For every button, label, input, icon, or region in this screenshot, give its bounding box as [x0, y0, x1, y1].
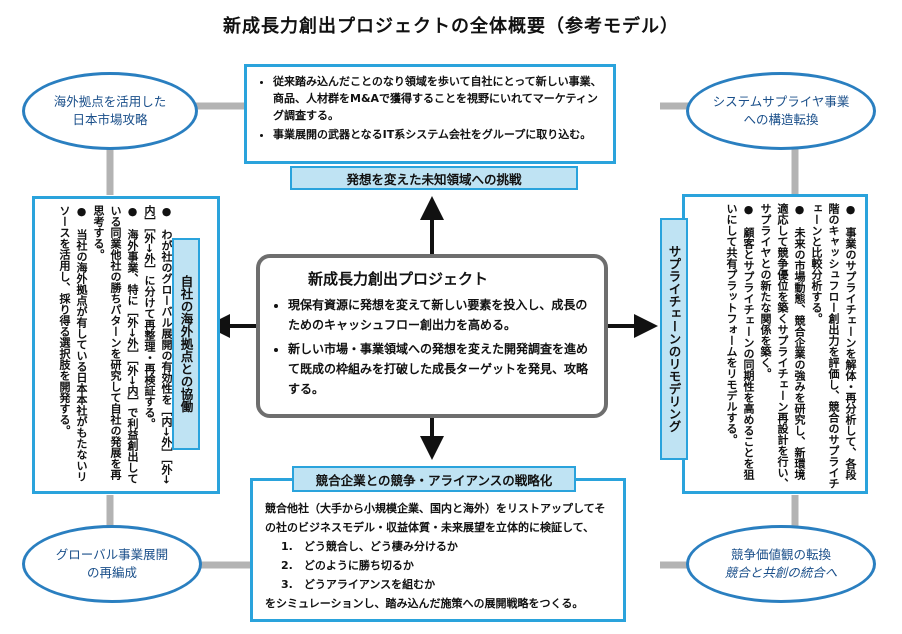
- bottom-outro: をシミュレーションし、踏み込んだ施策への展開戦略をつくる。: [265, 597, 584, 610]
- bullet-dot: ●: [742, 203, 755, 227]
- center-bullet-1: 現保有資源に発想を変えて新しい要素を投入し、成長のためのキャッシュフロー創出力を…: [288, 295, 596, 335]
- bottom-intro: 競合他社（大手から小規模企業、国内と海外）をリストアップしてその社のビジネスモデ…: [265, 502, 606, 534]
- arrows: [206, 196, 658, 460]
- top-bullets: 従来踏み込んだことのなり領域を歩いて自社にとって新しい事業、商品、人材群をM&A…: [247, 73, 607, 143]
- bottom-content: 競合他社（大手から小規模企業、国内と海外）をリストアップしてその社のビジネスモデ…: [253, 481, 623, 613]
- top-box: 従来踏み込んだことのなり領域を歩いて自社にとって新しい事業、商品、人材群をM&A…: [244, 64, 616, 164]
- top-bullet-1: 従来踏み込んだことのなり領域を歩いて自社にとって新しい事業、商品、人材群をM&A…: [273, 73, 607, 124]
- oval-top-left: 海外拠点を活用した 日本市場攻略: [22, 72, 198, 150]
- left-bullet-2: ● 海外事業、特に［外→外］［外→内］で利益創出している同業他社の勝ちパターンを…: [92, 205, 139, 484]
- bottom-item-3: 3. どうアライアンスを組むか: [281, 578, 436, 591]
- center-box: 新成長力創出プロジェクト 現保有資源に発想を変えて新しい要素を投入し、成長のため…: [256, 254, 608, 418]
- bullet-dot: ●: [793, 203, 806, 227]
- bottom-box: 競合他社（大手から小規模企業、国内と海外）をリストアップしてその社のビジネスモデ…: [250, 478, 626, 622]
- bottom-label-overlay: 競合企業との競争・アライアンスの戦略化: [292, 466, 576, 492]
- right-bullet-1: ● 事業のサプライチェーンを解体・再分析して、各段階のキャッシュフロー創出力を評…: [810, 203, 857, 489]
- oval-bottom-right: 競争価値観の転換 競合と共創の統合へ: [686, 525, 876, 603]
- oval-bottom-right-line2: 競合と共創の統合へ: [724, 565, 838, 580]
- right-bullet-2: ● 未来の市場動態、競合企業の強みを研究し、新環境適応して競争優位を築くサプライ…: [759, 203, 806, 489]
- bullet-dot: ●: [844, 203, 857, 227]
- top-label: 発想を変えた未知領域への挑戦: [290, 166, 578, 190]
- page-title: 新成長力創出プロジェクトの全体概要（参考モデル）: [223, 16, 679, 37]
- oval-top-right-line2: への構造転換: [743, 112, 819, 127]
- bottom-item-2: 2. どのように勝ち切るか: [281, 559, 414, 572]
- bullet-dot: ●: [160, 205, 173, 229]
- left-bullet-3: ● 当社の海外拠点が有している日本本社がもたないリソースを活用し、採り得る選択肢…: [58, 205, 88, 482]
- bullet-dot: ●: [75, 205, 88, 229]
- oval-bottom-right-line1: 競争価値観の転換: [730, 547, 831, 562]
- right-box: ● 事業のサプライチェーンを解体・再分析して、各段階のキャッシュフロー創出力を評…: [682, 194, 868, 494]
- oval-top-right: システムサプライヤ事業 への構造転換: [686, 72, 876, 150]
- center-bullet-2: 新しい市場・事業領域への発想を変えた開発調査を進めて既成の枠組みを打破した成長タ…: [288, 339, 596, 399]
- oval-bottom-left: グローバル事業展開 の再編成: [22, 525, 202, 603]
- oval-bottom-left-line2: の再編成: [86, 565, 137, 580]
- oval-top-right-line1: システムサプライヤ事業: [712, 94, 850, 109]
- center-heading: 新成長力創出プロジェクト: [308, 270, 489, 288]
- bottom-item-1: 1. どう競合し、どう棲み分けるか: [281, 540, 458, 553]
- left-bullets: ● わが社のグローバル展開の有効性を［内→外］［外→内］［外→外］に分けて再整理…: [56, 205, 175, 487]
- top-bullet-2: 事業展開の武器となるIT系システム会社をグループに取り込む。: [273, 126, 607, 143]
- center-bullets: 現保有資源に発想を変えて新しい要素を投入し、成長のためのキャッシュフロー創出力を…: [260, 295, 604, 399]
- left-bullet-1: ● わが社のグローバル展開の有効性を［内→外］［外→内］［外→外］に分けて再整理…: [143, 205, 173, 484]
- oval-top-left-line1: 海外拠点を活用した: [53, 94, 167, 109]
- oval-top-left-line2: 日本市場攻略: [72, 112, 148, 127]
- right-label: サプライチェーンのリモデリング: [660, 218, 688, 460]
- right-bullets: ● 事業のサプライチェーンを解体・再分析して、各段階のキャッシュフロー創出力を評…: [723, 203, 859, 489]
- bullet-dot: ●: [126, 205, 139, 229]
- left-label: 自社の海外拠点との協働: [172, 238, 200, 450]
- right-bullet-3: ● 顧客とサプライチェーンの同期性を高めることを狙いにして共有プラットフォームを…: [725, 203, 755, 480]
- oval-bottom-left-line1: グローバル事業展開: [55, 547, 169, 562]
